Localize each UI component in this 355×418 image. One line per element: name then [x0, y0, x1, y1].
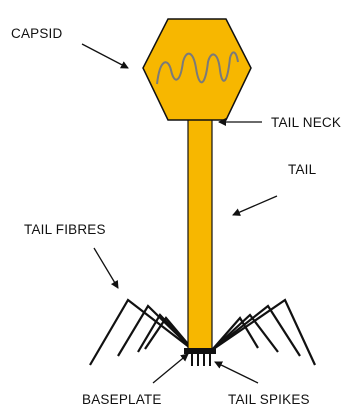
- label-tail-neck: TAIL NECK: [271, 115, 341, 130]
- capsid-arrow: [82, 44, 128, 68]
- baseplate-arrow: [153, 354, 188, 383]
- tail-arrow: [233, 196, 277, 215]
- baseplate: [184, 348, 216, 354]
- tail-spikes-arrow: [215, 362, 258, 383]
- tail-fibre-left-2: [118, 306, 193, 356]
- label-tail-spikes: TAIL SPIKES: [228, 392, 310, 407]
- tail: [188, 119, 212, 351]
- label-capsid: CAPSID: [11, 26, 63, 41]
- label-tail: TAIL: [288, 162, 317, 177]
- tail-fibres-arrow: [94, 248, 118, 288]
- label-tail-fibres: TAIL FIBRES: [24, 222, 106, 237]
- tail-fibre-right-3: [212, 315, 278, 352]
- tail-spikes: [192, 354, 210, 366]
- tail-fibre-right-2: [212, 306, 300, 356]
- label-baseplate: BASEPLATE: [82, 392, 162, 407]
